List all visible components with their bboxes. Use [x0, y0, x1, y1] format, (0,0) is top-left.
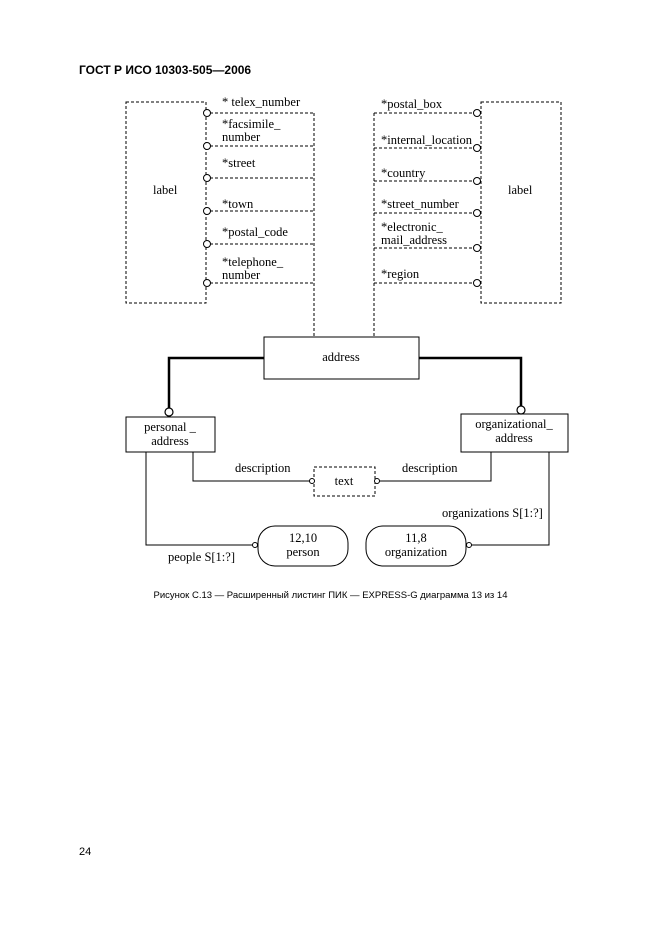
person-reference-box — [257, 525, 349, 567]
attr-region: *region — [381, 267, 420, 281]
personal-address-text-2: address — [151, 434, 189, 448]
description-label-right: description — [402, 461, 458, 475]
organizational-address-text-2: address — [495, 431, 533, 445]
personal-address-text-1: personal _ — [144, 420, 196, 434]
attr-street-number: *street_number — [381, 197, 460, 211]
personal-address-box — [125, 416, 216, 453]
description-line-left — [192, 452, 310, 482]
left-label-box — [125, 101, 207, 304]
attr-electronic-mail-address-2: mail_address — [381, 233, 447, 247]
attr-internal-location: *internal_location — [381, 133, 473, 147]
subtype-line-personal — [167, 356, 264, 408]
organizational-address-box — [460, 413, 569, 453]
attr-telex-number: * telex_number — [222, 95, 301, 109]
person-reference-name: person — [286, 545, 320, 559]
attr-postal-code: *postal_code — [222, 225, 288, 239]
subtype-line-organizational — [419, 356, 523, 406]
left-attribute-circles — [203, 109, 211, 287]
left-attribute-lines — [210, 112, 315, 337]
right-attribute-lines — [373, 112, 474, 337]
people-label: people S[1:?] — [168, 550, 235, 564]
address-text: address — [322, 350, 360, 364]
attr-postal-box: *postal_box — [381, 97, 443, 111]
organizations-label: organizations S[1:?] — [442, 506, 543, 520]
attr-telephone-number-2: number — [222, 268, 261, 282]
organization-reference-name: organization — [385, 545, 448, 559]
description-line-right — [379, 452, 492, 482]
people-line — [145, 452, 253, 546]
description-label-left: description — [235, 461, 291, 475]
organizational-address-text-1: organizational_ — [475, 417, 553, 431]
organizations-line — [471, 452, 550, 546]
page-number: 24 — [79, 846, 92, 858]
organization-reference-number: 11,8 — [405, 531, 426, 545]
document-header: ГОСТ Р ИСО 10303-505—2006 — [79, 63, 252, 77]
attr-electronic-mail-address-1: *electronic_ — [381, 220, 444, 234]
text-type-text: text — [335, 474, 354, 488]
figure-caption: Рисунок С.13 — Расширенный листинг ПИК —… — [153, 590, 508, 601]
attr-town: *town — [222, 197, 254, 211]
attr-facsimile-number-2: number — [222, 130, 261, 144]
left-label-text: label — [153, 183, 178, 197]
attr-facsimile-number-1: *facsimile_ — [222, 117, 281, 131]
right-label-box — [480, 101, 562, 304]
attr-country: *country — [381, 166, 426, 180]
attr-street: *street — [222, 156, 256, 170]
right-attribute-circles — [473, 109, 481, 287]
right-label-text: label — [508, 183, 533, 197]
attr-telephone-number-1: *telephone_ — [222, 255, 284, 269]
organization-reference-box — [365, 525, 467, 567]
person-reference-number: 12,10 — [289, 531, 317, 545]
